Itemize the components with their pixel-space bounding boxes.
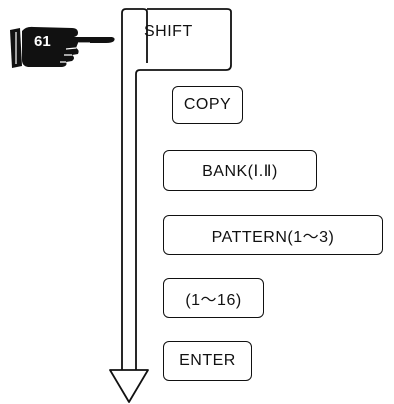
bank-key: BANK(Ⅰ.Ⅱ) bbox=[163, 150, 317, 191]
pattern-key: PATTERN(1〜3) bbox=[163, 215, 383, 255]
step-number-badge: 61 bbox=[34, 33, 51, 50]
number-range-key-label: (1〜16) bbox=[185, 292, 242, 309]
pattern-key-label: PATTERN(1〜3) bbox=[211, 229, 335, 246]
copy-key-label: COPY bbox=[183, 96, 232, 113]
enter-key: ENTER bbox=[163, 341, 252, 381]
number-range-key: (1〜16) bbox=[163, 278, 264, 318]
bank-key-label: BANK(Ⅰ.Ⅱ) bbox=[202, 162, 278, 180]
enter-key-label: ENTER bbox=[179, 352, 236, 369]
shift-key-label: SHIFT bbox=[144, 23, 193, 40]
copy-key: COPY bbox=[172, 86, 243, 124]
pointing-hand-icon bbox=[10, 26, 115, 68]
